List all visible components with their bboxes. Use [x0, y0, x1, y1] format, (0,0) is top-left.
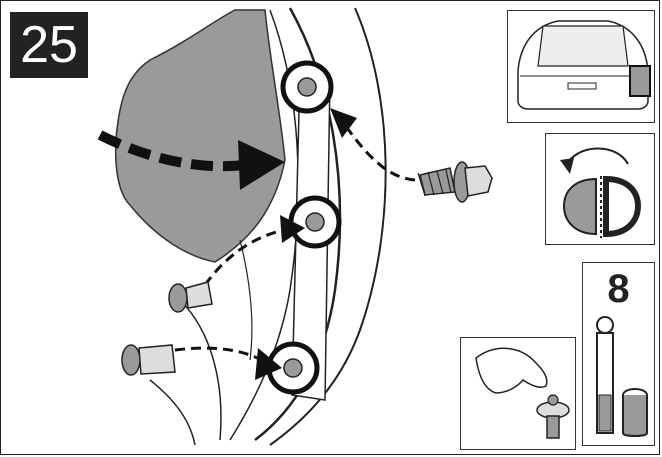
step-number-badge: 25 — [10, 12, 88, 78]
screw-path-arrow — [345, 125, 415, 180]
socket-wrench-icon — [583, 263, 656, 447]
push-clip-bottom — [122, 345, 175, 375]
clip-removal-panel — [460, 337, 576, 450]
fastener-location-top — [283, 63, 331, 111]
liner-edge — [240, 240, 252, 360]
rotate-panel — [545, 133, 655, 245]
counterclockwise-rotate-icon — [546, 134, 656, 246]
tool-panel: 8 — [582, 262, 655, 446]
wheel-liner-shape — [116, 10, 285, 262]
car-rear-icon — [508, 11, 656, 124]
hex-screw — [418, 162, 492, 202]
vehicle-rear-view-panel — [507, 10, 655, 123]
hand-with-clip-icon — [461, 338, 577, 451]
push-clip-middle — [169, 282, 212, 312]
half-circle-icon — [564, 179, 596, 234]
wheel-arch-curve-2 — [150, 380, 195, 445]
fastener-location-middle — [291, 198, 339, 246]
